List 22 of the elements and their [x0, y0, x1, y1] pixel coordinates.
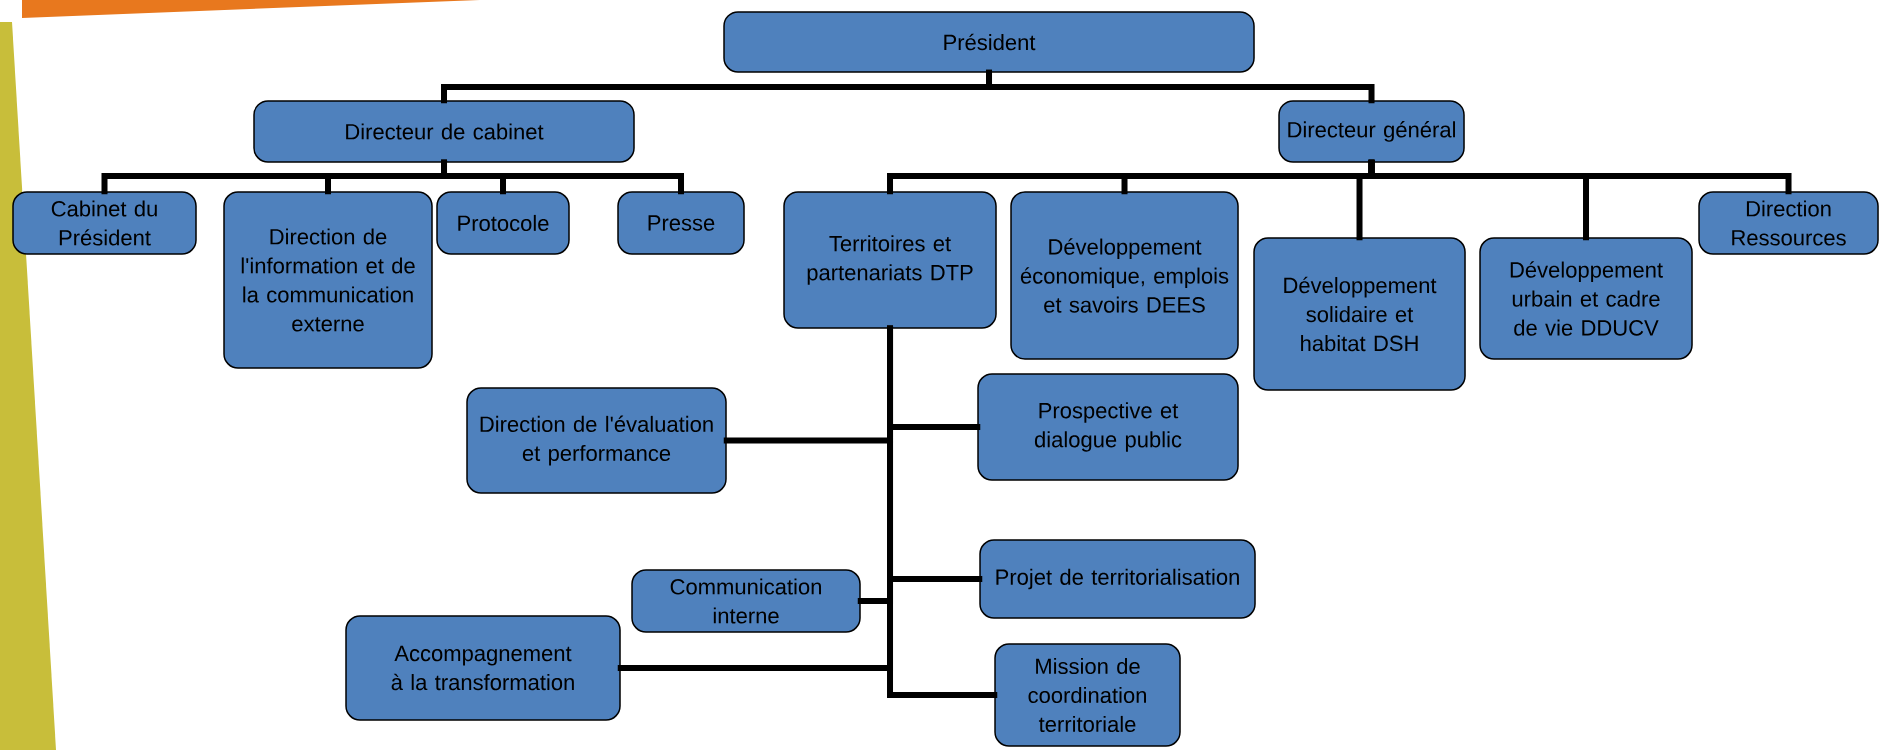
connector-line — [1368, 159, 1792, 195]
org-box: Communication interne — [631, 569, 861, 633]
org-box: Accompagnement à la transformation — [345, 615, 621, 721]
org-box: Cabinet du Président — [12, 191, 197, 255]
org-box: Direction de l'évaluation et performance — [466, 387, 727, 494]
org-box: Presse — [617, 191, 745, 255]
org-box: Prospective et dialogue public — [977, 373, 1239, 481]
org-box: Développement solidaire et habitat DSH — [1253, 237, 1466, 391]
org-box: Territoires et partenariats DTP — [783, 191, 997, 329]
org-box: Président — [723, 11, 1255, 73]
org-box: Mission de coordination territoriale — [994, 643, 1181, 747]
org-box: Directeur général — [1278, 100, 1465, 163]
org-box: Développement économique, emplois et savoirs DEES — [1010, 191, 1239, 360]
org-box: Directeur de cabinet — [253, 100, 635, 163]
org-box: Direction de l'information et de la communication externe — [223, 191, 433, 369]
org-box: Projet de territorialisation — [979, 539, 1256, 619]
connector-line — [441, 159, 684, 195]
connector-line — [887, 325, 998, 698]
org-box: Développement urbain et cadre de vie DDUCV — [1479, 237, 1693, 360]
connector-line — [986, 69, 1375, 104]
org-box: Direction Ressources — [1698, 191, 1879, 255]
org-box: Protocole — [436, 191, 570, 255]
